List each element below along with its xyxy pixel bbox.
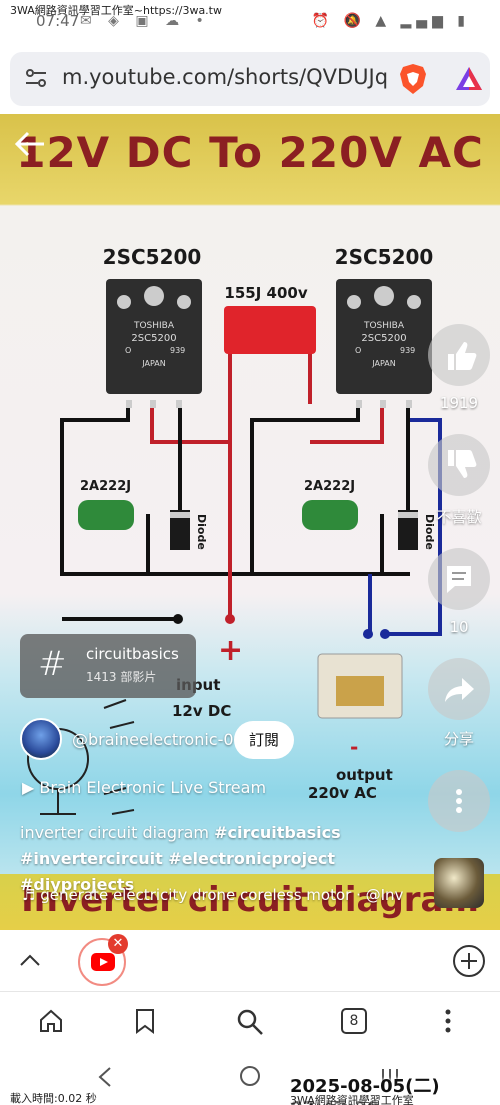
thumbs-up-icon (448, 342, 477, 370)
cap-left-label: 2A222J (80, 479, 131, 494)
circuit-diagram: TOSHIBA 2SC5200 O 939 JAPAN TOSHIBA 2SC5… (27, 245, 442, 815)
status-bar: 3WA網路資訊學習工作室~https://3wa.tw 07:47 ✉ ◈ ▣ … (0, 0, 500, 44)
music-thumbnail[interactable] (434, 858, 484, 908)
hashtag-link-circuitbasics[interactable]: #circuitbasics (214, 823, 341, 842)
youtube-icon (91, 953, 115, 971)
system-status-icons: ⏰ 🔕 ▲ ▂▄▆ ▮ (311, 13, 470, 29)
share-label: 分享 (443, 730, 474, 748)
svg-text:2SC5200: 2SC5200 (361, 333, 406, 344)
hashtag-links[interactable]: #invertercircuit #electronicproject #diy… (20, 849, 336, 894)
shorts-video[interactable]: 12V DC To 220V AC (0, 114, 500, 930)
transistor-left-label: 2SC5200 (103, 245, 202, 269)
svg-text:939: 939 (170, 346, 185, 355)
live-stream-title: Brain Electronic Live Stream (39, 778, 267, 797)
watermark-load-time: 載入時間:0.02 秒 (10, 1092, 97, 1105)
notification-icons: ✉ ◈ ▣ ☁ • (80, 13, 210, 29)
system-back-icon[interactable] (96, 1066, 114, 1088)
active-tab-youtube[interactable] (78, 938, 126, 986)
system-home-icon[interactable] (238, 1064, 262, 1088)
input-plus: + (218, 633, 243, 668)
channel-name[interactable]: @braineelectronic-0 (72, 730, 234, 749)
system-nav-bar (0, 1048, 500, 1105)
input-value: 12v DC (172, 702, 231, 720)
wire-ground-left (60, 404, 410, 576)
video-description[interactable]: inverter circuit diagram #circuitbasics … (20, 820, 420, 898)
watermark-bottom: 3WA網路資訊學習工作室~https://3wa.tw (290, 1094, 414, 1105)
svg-text:JAPAN: JAPAN (141, 359, 165, 368)
address-bar[interactable]: m.youtube.com/shorts/QVDUJqpNZ (10, 52, 490, 106)
back-arrow-icon[interactable] (14, 130, 46, 158)
new-tab-icon[interactable] (452, 944, 486, 978)
subscribe-button[interactable]: 訂閱 (234, 721, 294, 759)
live-stream-link[interactable]: ▶ Brain Electronic Live Stream (22, 778, 266, 797)
svg-text:JAPAN: JAPAN (371, 359, 395, 368)
music-track[interactable]: ♬ generate electricity drone coreless mo… (22, 886, 404, 904)
site-settings-icon[interactable] (24, 66, 48, 90)
svg-text:O: O (125, 346, 131, 355)
home-icon[interactable] (38, 1008, 64, 1034)
url-text[interactable]: m.youtube.com/shorts/QVDUJqpNZ (62, 65, 388, 89)
transistor-right: TOSHIBA 2SC5200 O 939 JAPAN (336, 279, 432, 408)
tab-strip: ✕ (0, 930, 500, 992)
watermark-datetime: 2025-08-05(二) 07:47:20 (290, 1076, 440, 1105)
tab-count-button[interactable]: 8 (341, 1008, 367, 1034)
comment-count: 10 (449, 618, 469, 636)
svg-text:Diode: Diode (195, 514, 208, 550)
more-vert-icon (456, 789, 462, 813)
ceramic-cap-left (78, 500, 134, 530)
svg-text:2SC5200: 2SC5200 (131, 333, 176, 344)
status-time: 07:47 (36, 12, 80, 30)
watermark-top: 3WA網路資訊學習工作室~https://3wa.tw (10, 4, 222, 17)
comment-icon (447, 566, 471, 593)
system-recents-icon[interactable] (380, 1066, 404, 1086)
more-options-button[interactable] (428, 770, 490, 832)
menu-dots-icon[interactable] (440, 1008, 456, 1034)
description-text: inverter circuit diagram (20, 823, 215, 842)
chevron-up-icon[interactable] (18, 950, 42, 970)
share-arrow-icon (445, 678, 474, 702)
ceramic-cap-right (302, 500, 358, 530)
like-button[interactable] (428, 324, 490, 386)
video-title-banner: 12V DC To 220V AC (16, 128, 484, 177)
output-label: output (336, 766, 393, 784)
brave-shields-icon[interactable] (398, 62, 428, 96)
cap-right-label: 2A222J (304, 479, 355, 494)
diode-left (170, 510, 190, 550)
hashtag-card[interactable]: # circuitbasics 1413 部影片 (20, 634, 196, 698)
transistor-right-label: 2SC5200 (335, 245, 434, 269)
output-value: 220v AC (308, 784, 377, 802)
svg-text:-: - (350, 735, 358, 759)
like-count: 1919 (439, 394, 479, 412)
transistor-left: TOSHIBA 2SC5200 O 939 JAPAN (106, 279, 202, 408)
play-icon: ▶ (22, 778, 40, 797)
comment-button[interactable] (428, 548, 490, 610)
thumbs-down-icon (448, 450, 477, 478)
diode-right (398, 510, 418, 550)
svg-text:TOSHIBA: TOSHIBA (363, 321, 405, 331)
brave-rewards-icon[interactable] (454, 64, 484, 94)
hashtag-name: circuitbasics (86, 645, 179, 663)
close-tab-icon[interactable]: ✕ (108, 934, 128, 954)
svg-text:O: O (355, 346, 361, 355)
fan-sketch (27, 699, 135, 815)
share-button[interactable] (428, 658, 490, 720)
dislike-label: 不喜歡 (436, 508, 482, 526)
channel-avatar[interactable] (20, 718, 62, 760)
transistor-left-marking: TOSHIBA (133, 321, 175, 331)
film-capacitor (224, 306, 316, 354)
dislike-button[interactable] (428, 434, 490, 496)
svg-text:939: 939 (400, 346, 415, 355)
browser-bottom-bar: ✕ 8 (0, 930, 500, 1105)
video-bottom-banner: Inverter circuit diagram (21, 880, 479, 920)
browser-toolbar: 8 (0, 996, 500, 1048)
capacitor-label: 155J 400v (224, 284, 307, 302)
svg-text:Diode: Diode (423, 514, 436, 550)
search-icon[interactable] (236, 1008, 264, 1036)
hashtag-icon: # (38, 644, 67, 684)
bookmark-icon[interactable] (134, 1008, 156, 1034)
hashtag-video-count: 1413 部影片 (86, 670, 157, 684)
